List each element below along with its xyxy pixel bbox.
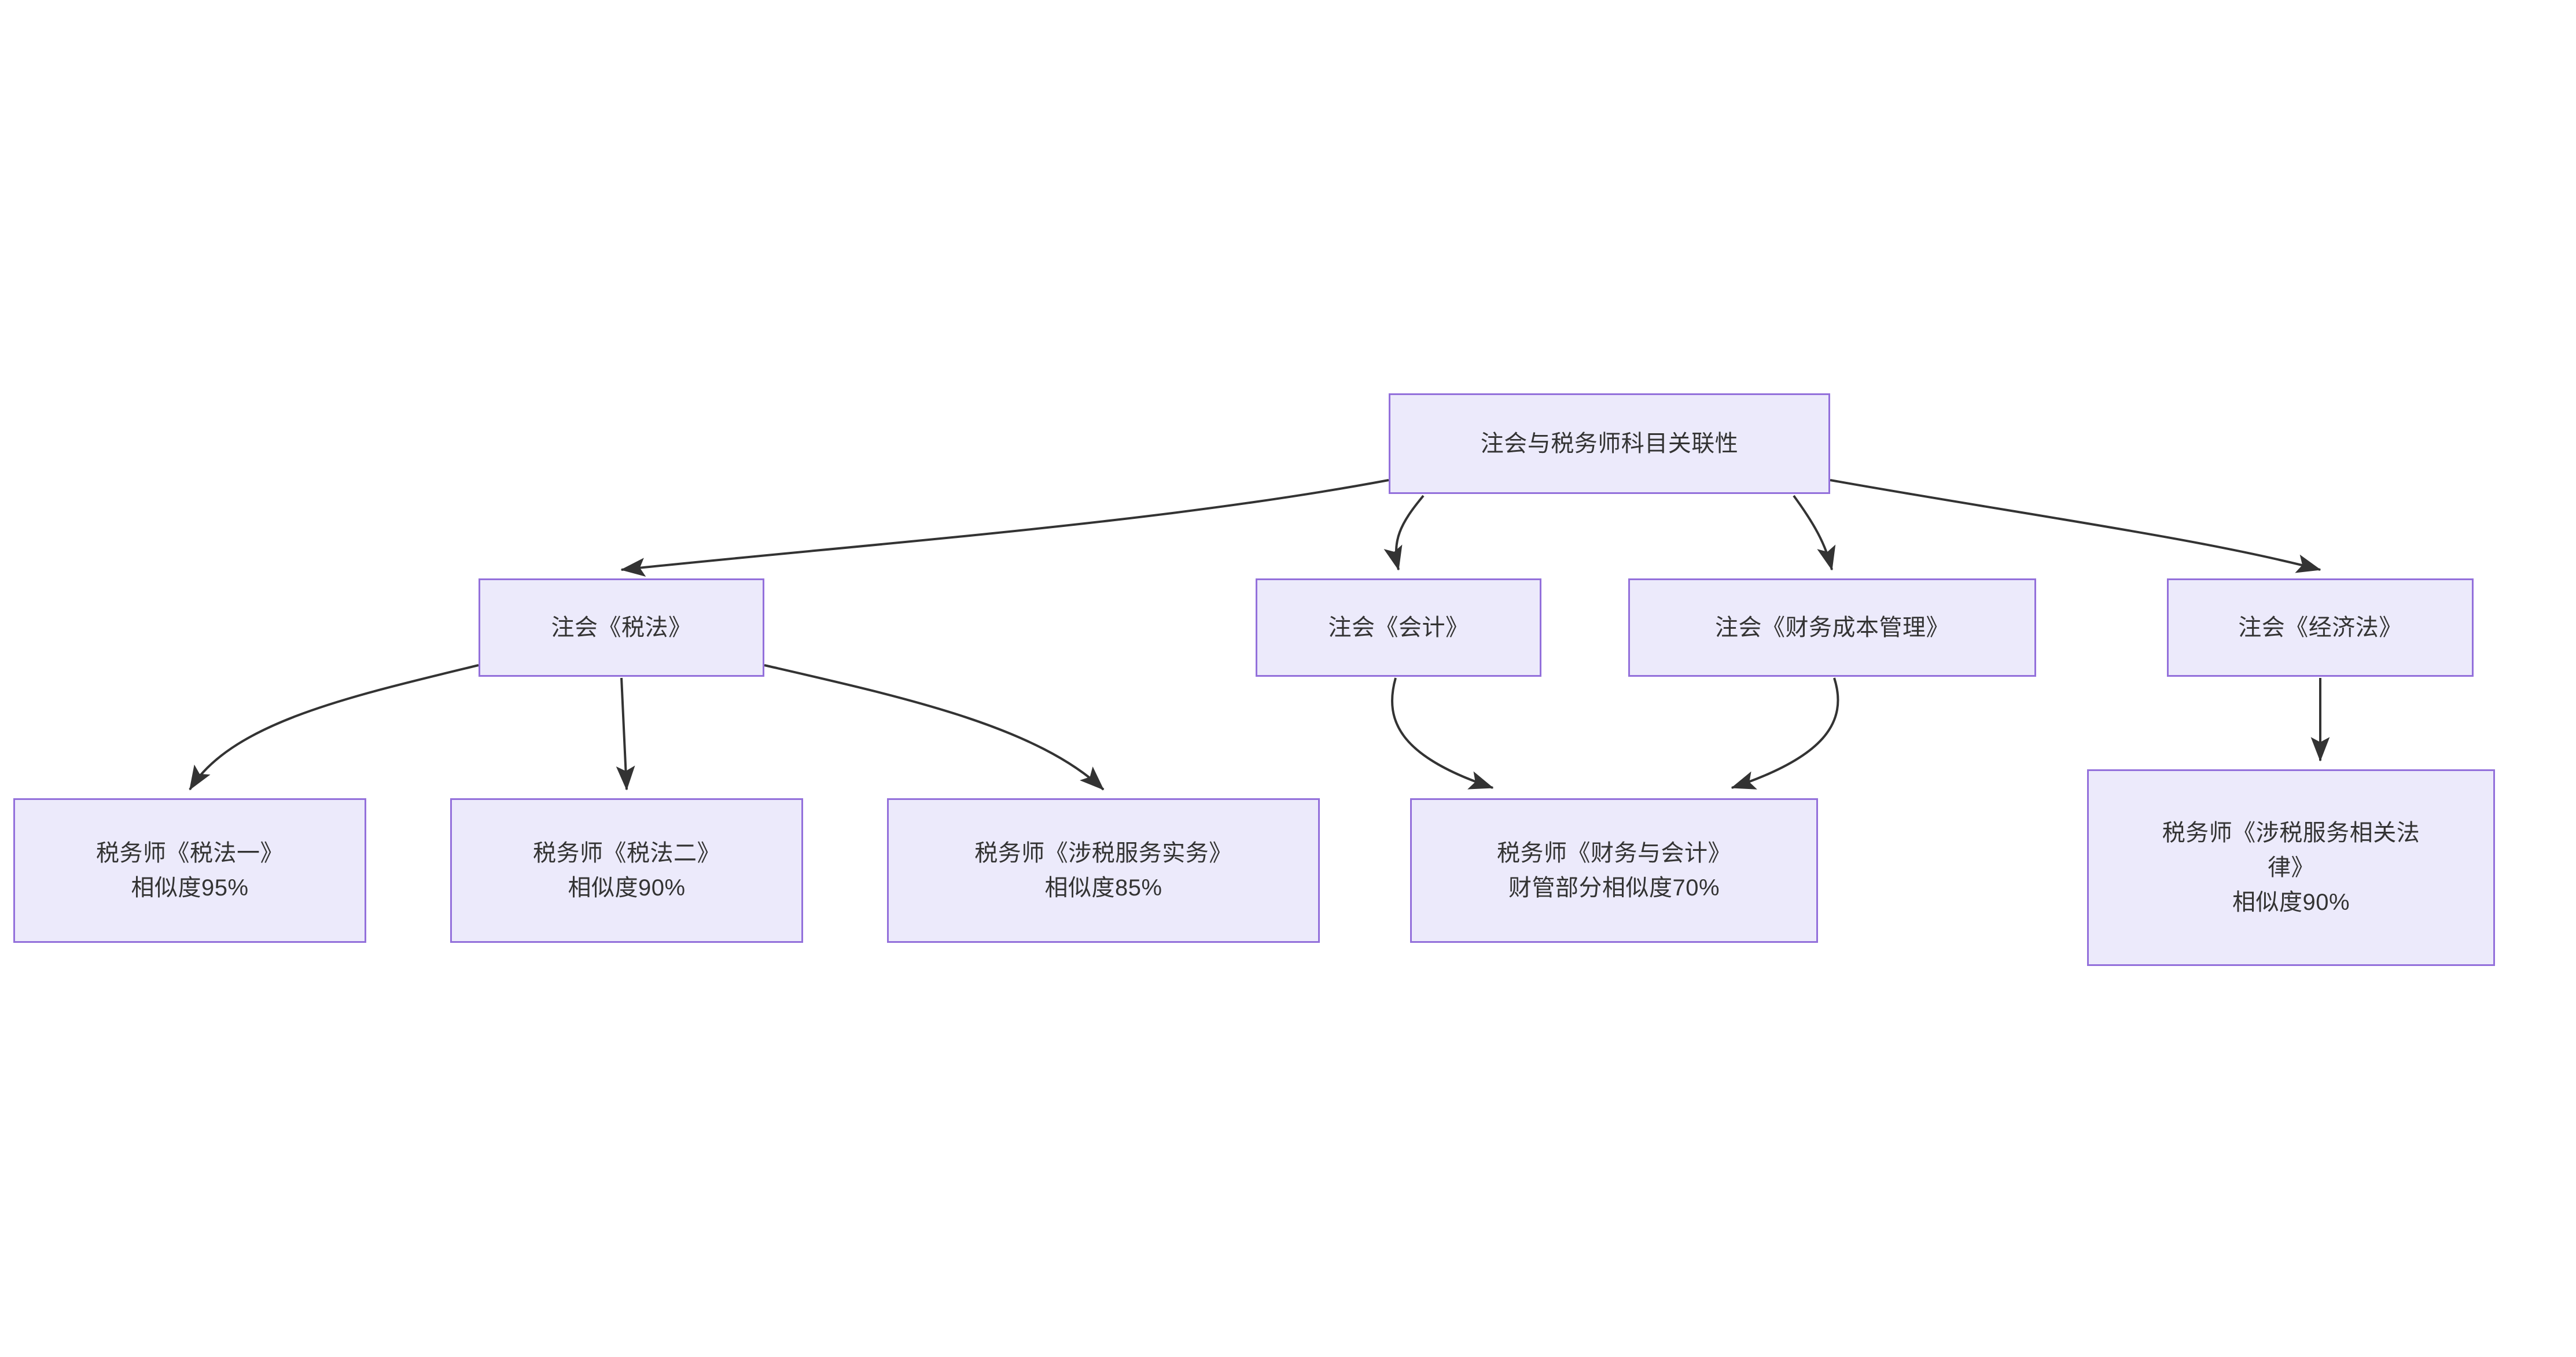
edge-root-to-cpa_fin_cost_mgmt xyxy=(1793,495,1836,571)
node-cpa-tax-law-label: 注会《税法》 xyxy=(551,615,692,640)
node-root[interactable]: 注会与税务师科目关联性 xyxy=(1389,393,1830,494)
node-tax-advisor-tax-law-two-label: 税务师《税法二》 相似度90% xyxy=(533,840,720,901)
node-tax-advisor-tax-law-one-label: 税务师《税法一》 相似度95% xyxy=(96,840,284,901)
node-cpa-accounting-label: 注会《会计》 xyxy=(1328,615,1469,640)
edge-cpa_tax_law-to-ta_tax_service_practice xyxy=(764,664,1105,791)
node-root-label: 注会与税务师科目关联性 xyxy=(1480,431,1739,456)
node-tax-advisor-tax-law-one[interactable]: 税务师《税法一》 相似度95% xyxy=(13,798,366,943)
node-cpa-economic-law[interactable]: 注会《经济法》 xyxy=(2167,578,2474,677)
node-cpa-economic-law-label: 注会《经济法》 xyxy=(2238,615,2402,640)
node-tax-advisor-tax-service-practice-label: 税务师《涉税服务实务》 相似度85% xyxy=(974,840,1232,901)
node-tax-advisor-tax-service-practice[interactable]: 税务师《涉税服务实务》 相似度85% xyxy=(887,798,1320,943)
node-tax-advisor-tax-law-two[interactable]: 税务师《税法二》 相似度90% xyxy=(450,798,803,943)
edge-root-to-cpa_tax_law xyxy=(620,479,1389,577)
node-cpa-financial-cost-management-label: 注会《财务成本管理》 xyxy=(1715,615,1949,640)
node-tax-advisor-tax-related-law-label: 税务师《涉税服务相关法 律》 相似度90% xyxy=(2162,820,2420,915)
node-tax-advisor-finance-and-accounting[interactable]: 税务师《财务与会计》 财管部分相似度70% xyxy=(1410,798,1818,943)
edge-cpa_accounting-to-ta_finance_accounting xyxy=(1391,677,1494,790)
edge-cpa_tax_law-to-ta_tax_law_2 xyxy=(616,677,635,791)
node-cpa-accounting[interactable]: 注会《会计》 xyxy=(1256,578,1541,677)
edge-root-to-cpa_economic_law xyxy=(1830,479,2321,573)
edge-cpa_fin_cost_mgmt-to-ta_finance_accounting xyxy=(1731,677,1839,790)
node-tax-advisor-tax-related-law[interactable]: 税务师《涉税服务相关法 律》 相似度90% xyxy=(2087,769,2495,966)
edge-root-to-cpa_accounting xyxy=(1383,495,1425,571)
edge-cpa_tax_law-to-ta_tax_law_1 xyxy=(189,664,479,791)
node-cpa-tax-law[interactable]: 注会《税法》 xyxy=(479,578,764,677)
node-tax-advisor-finance-and-accounting-label: 税务师《财务与会计》 财管部分相似度70% xyxy=(1497,840,1731,901)
node-cpa-financial-cost-management[interactable]: 注会《财务成本管理》 xyxy=(1628,578,2036,677)
